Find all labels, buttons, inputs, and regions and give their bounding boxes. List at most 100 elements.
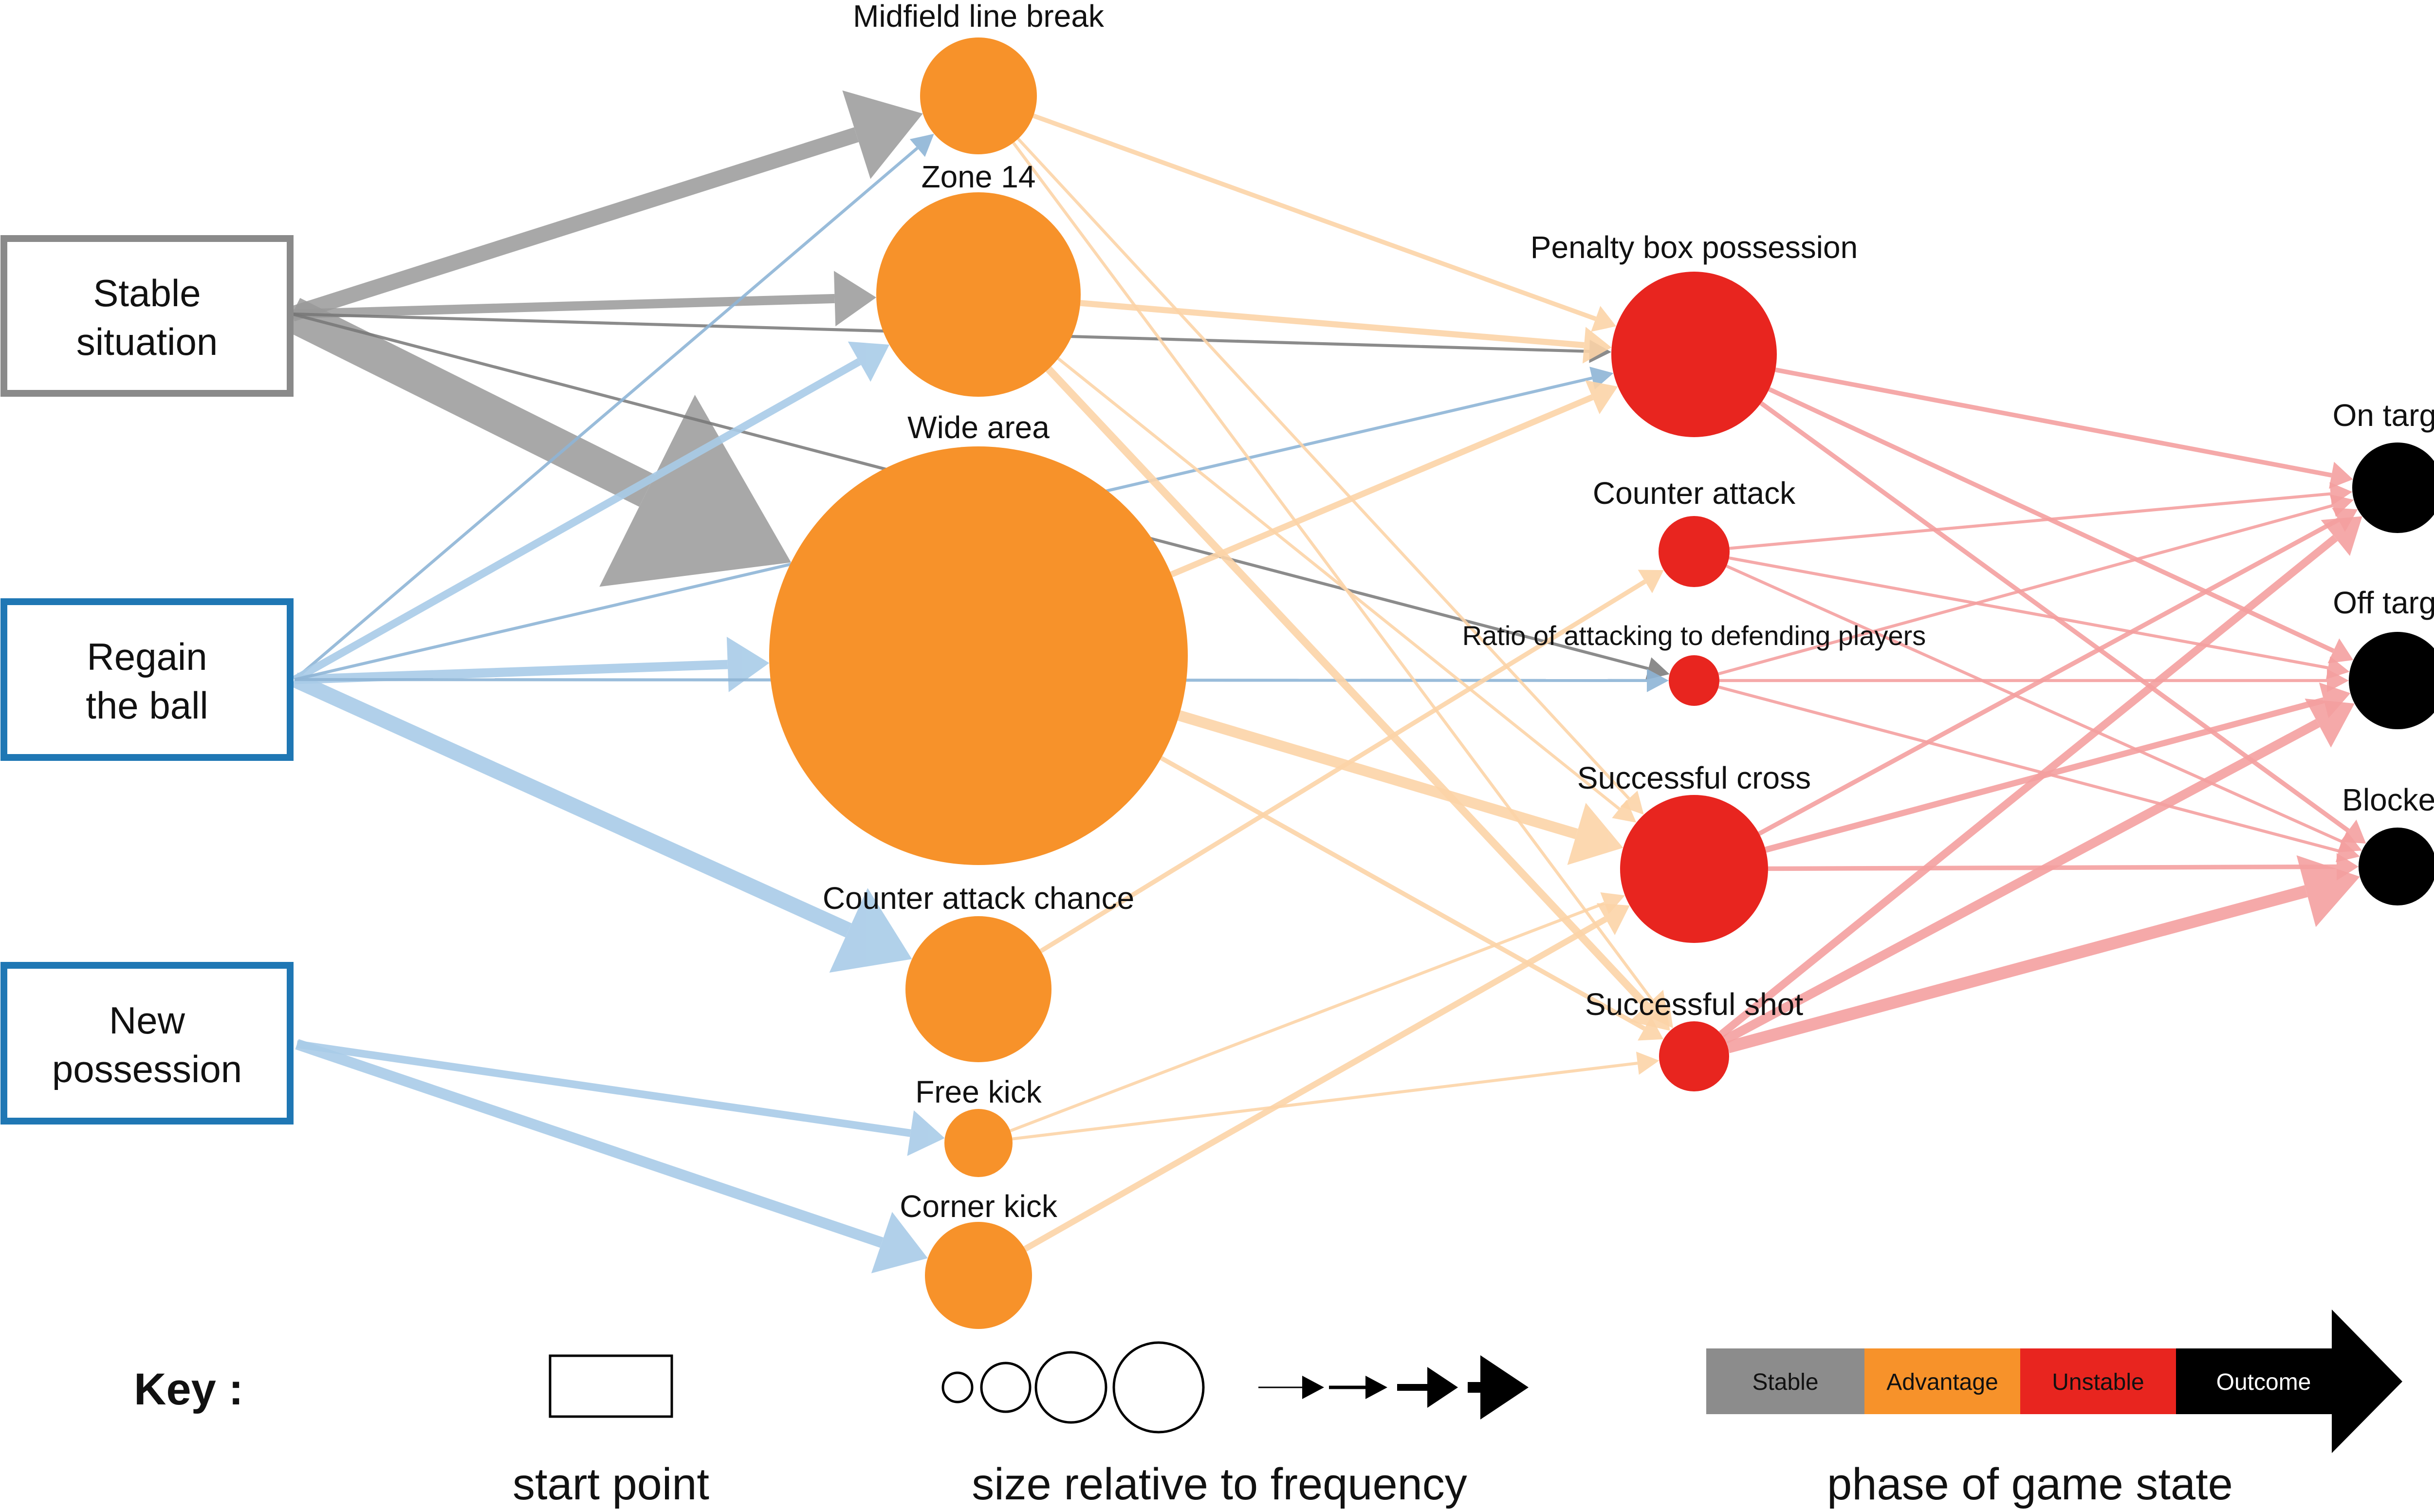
edge-zone14-to-penbox bbox=[1080, 300, 1612, 364]
start-node-label: the ball bbox=[86, 684, 208, 727]
edge-counter-to-offtarget bbox=[1729, 556, 2350, 680]
node-label: Successful shot bbox=[1585, 987, 1803, 1022]
start-node-label: Stable bbox=[93, 272, 201, 314]
node-circle bbox=[1669, 655, 1719, 706]
edge-counter_chance-to-counter bbox=[1039, 570, 1664, 953]
key-size-circle-4 bbox=[1112, 1341, 1205, 1434]
edge-stable-to-wide bbox=[284, 298, 792, 587]
node-label: Off target bbox=[2333, 585, 2434, 620]
key-arrow-sample-4 bbox=[1468, 1355, 1529, 1420]
node-label: Midfield line break bbox=[853, 0, 1105, 34]
edge-stable-to-zone14 bbox=[292, 271, 877, 327]
start-node-box bbox=[0, 962, 294, 1125]
node-label: Corner kick bbox=[900, 1189, 1058, 1224]
start-node-box bbox=[0, 235, 294, 397]
edge-wide-to-cross bbox=[1177, 710, 1623, 865]
node-label: Ratio of attacking to defending players bbox=[1462, 620, 1926, 651]
start-node-regain: Regain the ball bbox=[0, 598, 294, 761]
start-node-label: possession bbox=[52, 1048, 242, 1090]
node-offtarget: Off target bbox=[2333, 585, 2434, 729]
key-size-circle-2 bbox=[980, 1362, 1032, 1413]
phase-label: Outcome bbox=[2216, 1369, 2311, 1395]
edge-corner-to-cross bbox=[1023, 903, 1630, 1252]
node-midfield: Midfield line break bbox=[853, 0, 1105, 154]
key-title: Key : bbox=[134, 1364, 243, 1414]
edge-wide-to-shot bbox=[1160, 756, 1664, 1041]
edge-wide-to-penbox bbox=[1170, 380, 1618, 577]
edge-zone14-to-shot bbox=[1046, 366, 1670, 1031]
node-circle bbox=[769, 446, 1188, 865]
key-start-caption: start point bbox=[513, 1459, 709, 1509]
node-label: Counter attack bbox=[1593, 476, 1796, 511]
edge-regain-to-counter_chance bbox=[291, 672, 912, 973]
start-node-box bbox=[0, 598, 294, 761]
phase-segment-unstable: Unstable bbox=[2020, 1348, 2176, 1414]
edge-regain-to-wide bbox=[294, 637, 770, 692]
edge-regain-to-midfield bbox=[293, 133, 934, 681]
key-arrow-sample-1 bbox=[1258, 1376, 1324, 1399]
node-circle bbox=[1659, 516, 1730, 587]
edge-stable-to-midfield bbox=[290, 90, 923, 322]
key-start-rect bbox=[549, 1354, 673, 1418]
key-size-circle-1 bbox=[941, 1371, 974, 1403]
key-arrow-sample-3 bbox=[1397, 1367, 1458, 1408]
start-node-newpos: New possession bbox=[0, 962, 294, 1125]
node-circle bbox=[2349, 632, 2434, 729]
key-arrow-sample-2 bbox=[1329, 1376, 1387, 1399]
node-circle bbox=[2359, 828, 2434, 905]
start-node-label: Regain bbox=[87, 635, 207, 678]
node-circle bbox=[2352, 443, 2434, 533]
start-node-stable: Stable situation bbox=[0, 235, 294, 397]
phase-label: Stable bbox=[1752, 1369, 1818, 1395]
edge-penbox-to-ontarget bbox=[1775, 368, 2353, 489]
node-label: Blocked bbox=[2342, 782, 2434, 817]
phase-bar: Stable Advantage Unstable Outcome bbox=[1706, 1309, 2402, 1453]
node-label: Free kick bbox=[915, 1074, 1042, 1109]
node-circle bbox=[1620, 795, 1768, 943]
edge-newpos-to-freekick bbox=[296, 1040, 945, 1156]
node-corner: Corner kick bbox=[900, 1189, 1058, 1329]
edge-zone14-to-cross bbox=[1057, 357, 1637, 823]
node-penbox: Penalty box possession bbox=[1530, 230, 1858, 437]
start-node-label: New bbox=[109, 999, 185, 1042]
edge-freekick-to-shot bbox=[1012, 1051, 1660, 1141]
edge-midfield-to-penbox bbox=[1033, 113, 1617, 332]
node-circle bbox=[944, 1109, 1013, 1177]
node-label: Successful cross bbox=[1577, 760, 1811, 795]
key-legend: Key : start point size relative to frequ… bbox=[134, 1309, 2402, 1509]
node-circle bbox=[1611, 272, 1777, 437]
key-size-circle-3 bbox=[1034, 1351, 1107, 1424]
phase-segment-stable: Stable bbox=[1706, 1348, 1864, 1414]
edge-midfield-to-cross bbox=[1017, 137, 1644, 815]
phase-segment-advantage: Advantage bbox=[1864, 1348, 2020, 1414]
phase-label: Advantage bbox=[1886, 1369, 1998, 1395]
node-zone14: Zone 14 bbox=[876, 159, 1081, 397]
node-ontarget: On target bbox=[2333, 398, 2434, 533]
edge-ratio-to-offtarget bbox=[1719, 669, 2349, 692]
node-label: Penalty box possession bbox=[1530, 230, 1858, 265]
start-node-label: situation bbox=[76, 320, 218, 363]
edge-freekick-to-cross bbox=[1010, 892, 1625, 1132]
phase-label: Unstable bbox=[2052, 1369, 2144, 1395]
node-shot: Successful shot bbox=[1585, 987, 1803, 1091]
node-circle bbox=[925, 1222, 1032, 1329]
edge-shot-to-blocked bbox=[1726, 855, 2360, 1053]
edges-layer bbox=[284, 90, 2366, 1273]
node-freekick: Free kick bbox=[915, 1074, 1042, 1177]
key-phase-caption: phase of game state bbox=[1827, 1459, 2233, 1509]
node-label: On target bbox=[2333, 398, 2434, 433]
phase-segment-outcome: Outcome bbox=[2176, 1309, 2402, 1453]
edge-regain-to-zone14 bbox=[293, 341, 890, 683]
node-wide: Wide area bbox=[769, 410, 1188, 865]
node-counter_chance: Counter attack chance bbox=[823, 881, 1134, 1062]
edge-shot-to-offtarget bbox=[1723, 699, 2355, 1044]
edge-shot-to-ontarget bbox=[1719, 516, 2362, 1037]
node-blocked: Blocked bbox=[2342, 782, 2434, 905]
node-counter: Counter attack bbox=[1593, 476, 1796, 587]
node-label: Counter attack chance bbox=[823, 881, 1134, 916]
key-arrow-samples bbox=[1258, 1355, 1529, 1420]
node-ratio: Ratio of attacking to defending players bbox=[1462, 620, 1926, 706]
node-circle bbox=[920, 37, 1037, 154]
node-cross: Successful cross bbox=[1577, 760, 1811, 943]
